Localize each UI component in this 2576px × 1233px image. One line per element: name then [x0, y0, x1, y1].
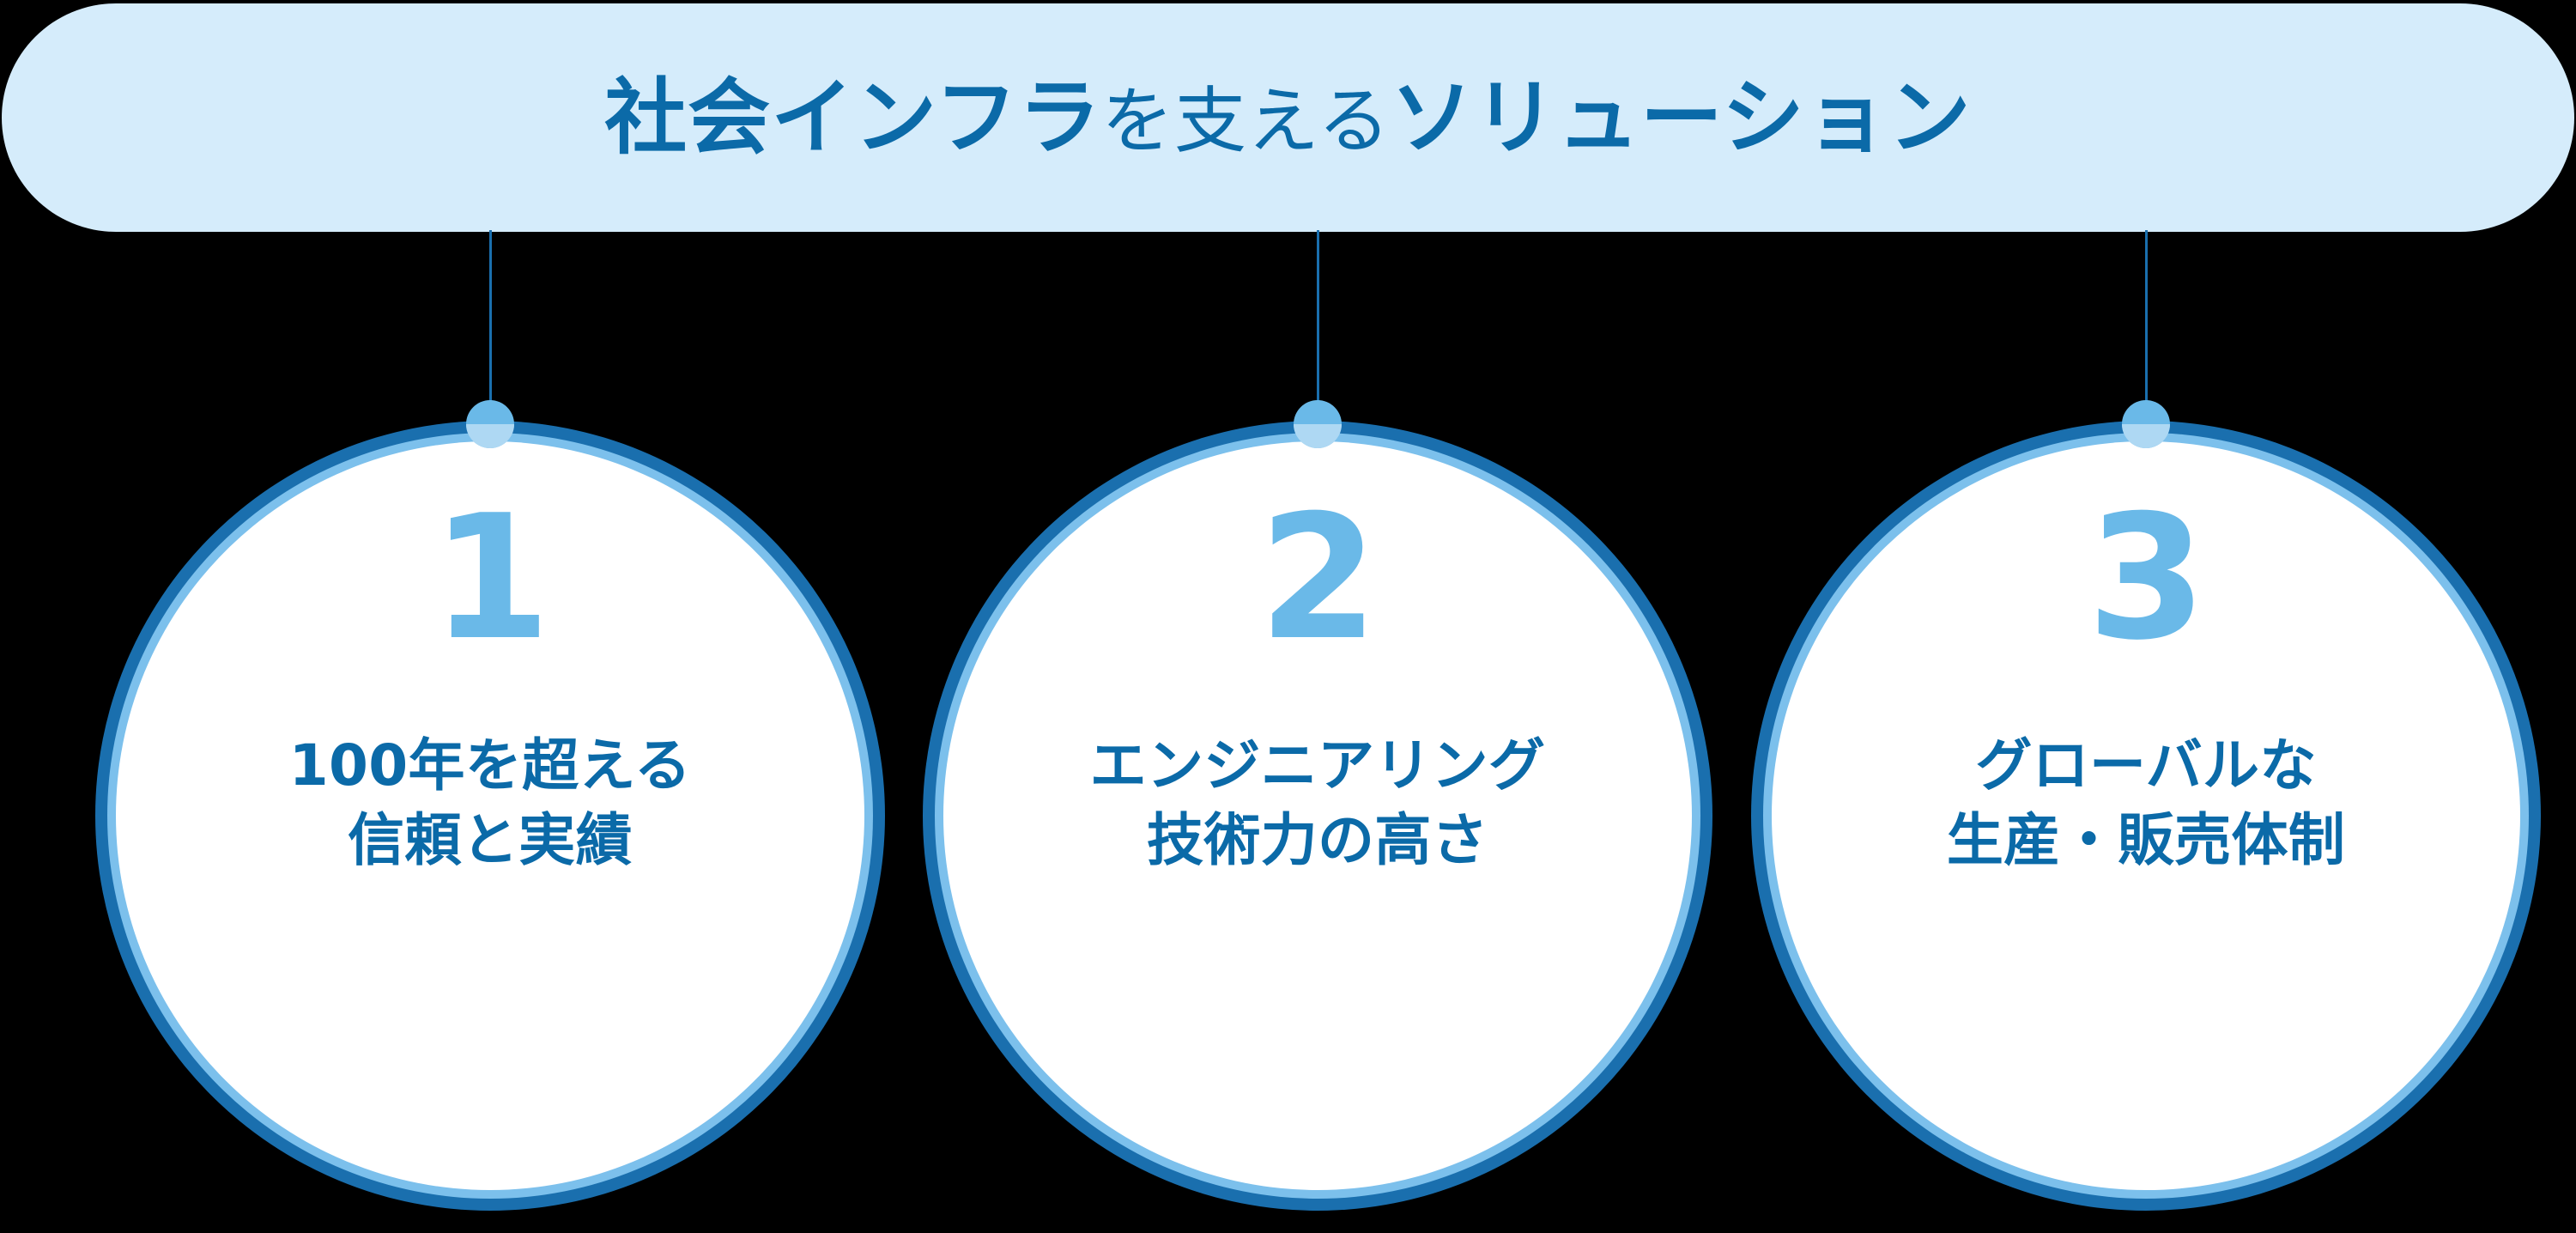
connector-line-1 [489, 230, 492, 423]
header-banner: 社会インフラを支えるソリューション [2, 3, 2574, 232]
feature-circle-3-face: 3 グローバルな 生産・販売体制 [1772, 441, 2520, 1190]
feature-circle-3[interactable]: 3 グローバルな 生産・販売体制 [1751, 421, 2541, 1211]
connector-dot-2 [1294, 400, 1342, 448]
feature-number-3: 3 [2087, 478, 2206, 678]
feature-number-1: 1 [431, 478, 550, 678]
feature-circle-2-face: 2 エンジニアリング 技術力の高さ [943, 441, 1692, 1190]
feature-circle-1-face: 1 100年を超える 信頼と実績 [116, 441, 864, 1190]
page-title: 社会インフラを支えるソリューション [604, 76, 1972, 159]
connector-line-3 [2145, 230, 2148, 423]
feature-circle-1[interactable]: 1 100年を超える 信頼と実績 [95, 421, 885, 1211]
connector-dot-3 [2122, 400, 2170, 448]
page-title-part-1: 社会インフラ [604, 70, 1102, 166]
feature-number-2: 2 [1258, 478, 1378, 678]
feature-label-3: グローバルな 生産・販売体制 [1946, 732, 2346, 874]
page-title-part-3: ソリューション [1390, 70, 1972, 166]
page-title-part-2: を支える [1101, 79, 1391, 163]
feature-circle-2[interactable]: 2 エンジニアリング 技術力の高さ [923, 421, 1712, 1211]
feature-label-2: エンジニアリング 技術力の高さ [1089, 732, 1546, 874]
connector-dot-1 [466, 400, 514, 448]
feature-label-1: 100年を超える 信頼と実績 [288, 732, 692, 874]
connector-line-2 [1317, 230, 1319, 423]
